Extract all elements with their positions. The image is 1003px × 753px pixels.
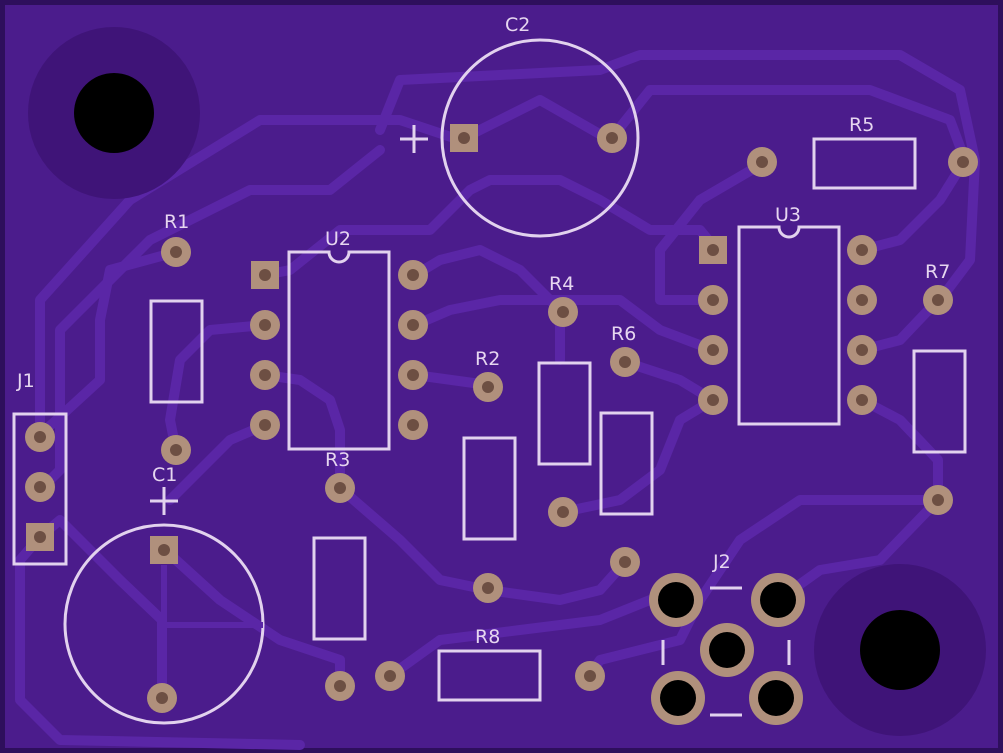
- u3-outline: [737, 225, 841, 426]
- pad-drill-hole: [707, 244, 719, 256]
- through-hole-pads: [25, 123, 978, 725]
- r4-body: [537, 361, 592, 466]
- jack-pad-drill: [660, 680, 696, 716]
- pad-drill-hole: [606, 132, 618, 144]
- pad-drill-hole: [756, 156, 768, 168]
- pad-drill-hole: [932, 494, 944, 506]
- label-u3: U3: [775, 204, 801, 226]
- silkscreen-labels: C2 R5 U3 R1 U2 R4 R7 R6 R2 J1 R3 C1 J2 R…: [16, 14, 950, 648]
- pad-drill-hole: [619, 556, 631, 568]
- pad-drill-hole: [957, 156, 969, 168]
- pad-drill-hole: [707, 394, 719, 406]
- mounting-hole-icon: [860, 610, 940, 690]
- pad-drill-hole: [158, 544, 170, 556]
- pad-drill-hole: [259, 419, 271, 431]
- pad-drill-hole: [407, 319, 419, 331]
- pad-drill-hole: [932, 294, 944, 306]
- c2-outline: [440, 38, 640, 238]
- pad-drill-hole: [334, 482, 346, 494]
- pad-drill-hole: [170, 444, 182, 456]
- pad-drill-hole: [557, 306, 569, 318]
- pad-drill-hole: [407, 369, 419, 381]
- label-j1: J1: [16, 370, 35, 392]
- pad-drill-hole: [259, 369, 271, 381]
- label-c2: C2: [505, 14, 530, 36]
- mounting-hole-icon: [74, 73, 154, 153]
- j2-outline: [661, 586, 791, 717]
- pad-drill-hole: [34, 431, 46, 443]
- label-j2: J2: [712, 551, 731, 573]
- pad-drill-hole: [856, 294, 868, 306]
- pad-drill-hole: [34, 481, 46, 493]
- label-r8: R8: [475, 626, 500, 648]
- label-u2: U2: [325, 228, 351, 250]
- pad-drill-hole: [707, 344, 719, 356]
- pad-drill-hole: [856, 394, 868, 406]
- pad-drill-hole: [707, 294, 719, 306]
- r5-body: [812, 137, 917, 190]
- pad-drill-hole: [584, 670, 596, 682]
- jack-pad-drill: [760, 582, 796, 618]
- r1-body: [149, 299, 204, 404]
- j1-outline: [12, 412, 68, 566]
- pad-drill-hole: [34, 531, 46, 543]
- pad-drill-hole: [407, 419, 419, 431]
- r2-body: [462, 436, 517, 541]
- pad-drill-hole: [156, 692, 168, 704]
- pad-drill-hole: [458, 132, 470, 144]
- pad-drill-hole: [407, 269, 419, 281]
- label-r4: R4: [549, 273, 574, 295]
- pad-drill-hole: [856, 244, 868, 256]
- pad-drill-hole: [482, 582, 494, 594]
- pad-drill-hole: [619, 356, 631, 368]
- jack-pad-drill: [709, 632, 745, 668]
- pad-drill-hole: [557, 506, 569, 518]
- pad-drill-hole: [170, 246, 182, 258]
- label-r7: R7: [925, 261, 950, 283]
- label-r5: R5: [849, 114, 874, 136]
- r8-body: [437, 649, 542, 702]
- label-r2: R2: [475, 348, 500, 370]
- jack-pad-drill: [758, 680, 794, 716]
- r6-body: [599, 411, 654, 516]
- pad-drill-hole: [384, 670, 396, 682]
- label-r6: R6: [611, 323, 636, 345]
- pad-drill-hole: [259, 319, 271, 331]
- r3-body: [312, 536, 367, 641]
- pad-drill-hole: [856, 344, 868, 356]
- u2-outline: [287, 250, 391, 451]
- pad-drill-hole: [334, 680, 346, 692]
- label-r3: R3: [325, 449, 350, 471]
- c2-plus-mark: [400, 125, 428, 153]
- label-c1: C1: [152, 464, 177, 486]
- silkscreen-outlines: [12, 38, 967, 725]
- pad-drill-hole: [259, 269, 271, 281]
- pad-drill-hole: [482, 381, 494, 393]
- label-r1: R1: [164, 211, 189, 233]
- c1-lead-line: [161, 565, 263, 628]
- jack-pad-drill: [658, 582, 694, 618]
- r7-body: [912, 349, 967, 454]
- c1-plus-mark: [150, 487, 178, 515]
